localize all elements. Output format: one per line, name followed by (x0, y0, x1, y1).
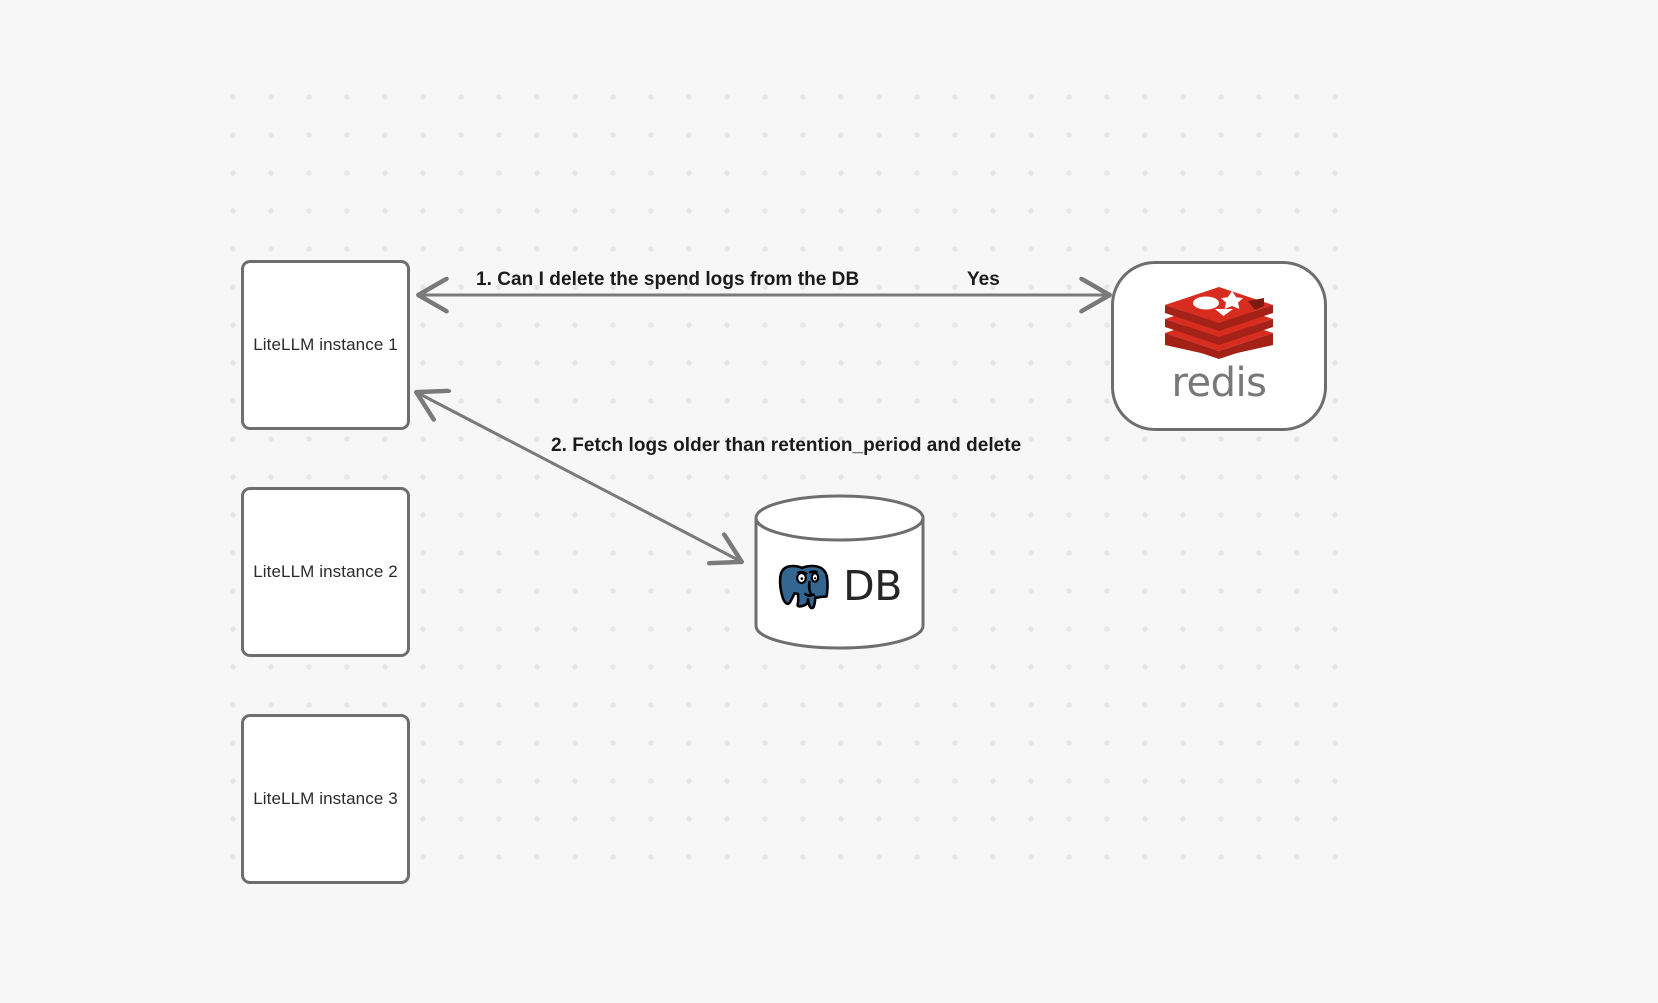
redis-stack-icon (1165, 287, 1273, 359)
redis-wordmark: redis (1171, 360, 1267, 406)
edge-label-step-2: 2. Fetch logs older than retention_perio… (551, 435, 1022, 456)
node-litellm-instance-3[interactable]: LiteLLM instance 3 (241, 714, 410, 884)
node-database[interactable]: DB (753, 493, 926, 651)
edge-db-to-litellm1 (416, 392, 742, 562)
node-redis[interactable]: redis (1111, 261, 1327, 431)
node-litellm-instance-2[interactable]: LiteLLM instance 2 (241, 487, 410, 657)
edge-label-yes: Yes (967, 269, 1000, 290)
db-label: DB (843, 561, 902, 610)
redis-logo-group: redis (1160, 285, 1278, 403)
node-label: LiteLLM instance 3 (253, 789, 398, 809)
cylinder-shape (754, 494, 925, 650)
edge-label-step-1: 1. Can I delete the spend logs from the … (476, 269, 860, 290)
node-label: LiteLLM instance 2 (253, 562, 398, 582)
node-litellm-instance-1[interactable]: LiteLLM instance 1 (241, 260, 410, 430)
db-logo-group: DB (753, 507, 926, 665)
node-label: LiteLLM instance 1 (253, 335, 398, 355)
postgresql-elephant-icon (777, 563, 831, 617)
